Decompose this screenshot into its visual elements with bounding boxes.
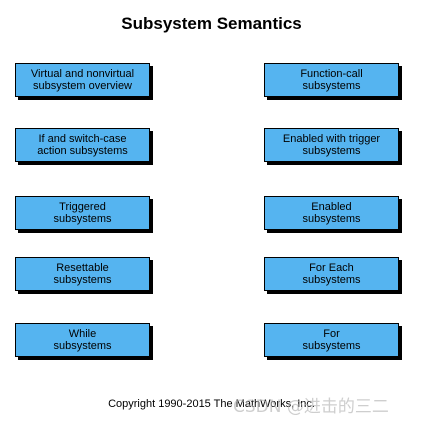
link-box-for-subsystems[interactable]: For subsystems xyxy=(264,323,399,357)
link-box-label: Enabled with trigger subsystems xyxy=(282,133,381,157)
link-box-label: Resettable subsystems xyxy=(53,262,112,286)
link-box-label: Enabled subsystems xyxy=(302,201,361,225)
link-box-label: Virtual and nonvirtual subsystem overvie… xyxy=(30,68,135,92)
link-box-resettable-subsystems[interactable]: Resettable subsystems xyxy=(15,257,150,291)
link-box-virtual-nonvirtual-overview[interactable]: Virtual and nonvirtual subsystem overvie… xyxy=(15,63,150,97)
link-box-triggered-subsystems[interactable]: Triggered subsystems xyxy=(15,196,150,230)
link-box-function-call-subsystems[interactable]: Function-call subsystems xyxy=(264,63,399,97)
link-box-label: For Each subsystems xyxy=(302,262,361,286)
link-box-if-switch-case-action-subsystems[interactable]: If and switch-case action subsystems xyxy=(15,128,150,162)
link-box-enabled-with-trigger-subsystems[interactable]: Enabled with trigger subsystems xyxy=(264,128,399,162)
link-box-label: Triggered subsystems xyxy=(53,201,112,225)
link-box-label: Function-call subsystems xyxy=(300,68,363,92)
diagram-title: Subsystem Semantics xyxy=(121,14,302,33)
link-box-label: If and switch-case action subsystems xyxy=(37,133,128,157)
link-box-while-subsystems[interactable]: While subsystems xyxy=(15,323,150,357)
link-box-label: For subsystems xyxy=(302,328,361,352)
link-box-for-each-subsystems[interactable]: For Each subsystems xyxy=(264,257,399,291)
link-box-label: While subsystems xyxy=(53,328,112,352)
copyright-text: Copyright 1990-2015 The MathWorks, Inc. xyxy=(108,398,315,410)
link-box-enabled-subsystems[interactable]: Enabled subsystems xyxy=(264,196,399,230)
